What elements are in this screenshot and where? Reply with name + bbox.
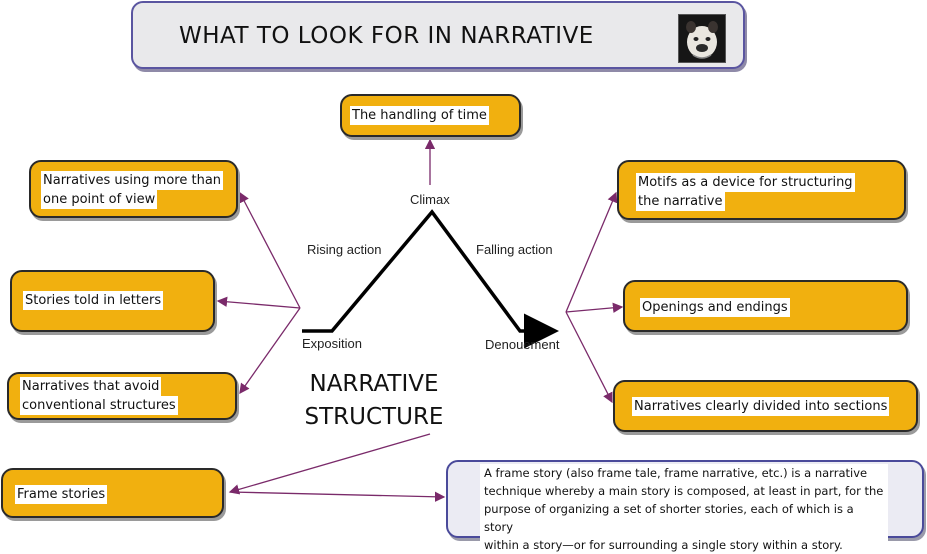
bulldog-photo (678, 14, 726, 63)
arrow-to-definition (229, 491, 446, 502)
title-banner: WHAT TO LOOK FOR IN NARRATIVE (131, 1, 745, 69)
box-label-line1: Narratives that avoid (20, 377, 162, 396)
frame-story-definition-box: A frame story (also frame tale, frame na… (446, 460, 924, 554)
definition-line2: technique whereby a main story is compos… (484, 484, 884, 498)
box-openings-endings: Openings and endings (623, 280, 908, 332)
label-falling-action: Falling action (476, 242, 553, 257)
box-motifs: Motifs as a device for structuring the n… (617, 160, 906, 220)
arrow-to-frame (228, 433, 431, 495)
box-label-line2: conventional structures (20, 396, 178, 415)
box-label: Frame stories (15, 485, 108, 504)
connector-layer: Climax Rising action Falling action Expo… (216, 138, 624, 502)
box-label: Stories told in letters (23, 291, 164, 310)
arrow-to-sections (565, 311, 613, 404)
box-frame-stories: Frame stories (1, 468, 224, 518)
center-title-line1: NARRATIVE (309, 371, 439, 397)
definition-line1: A frame story (also frame tale, frame na… (484, 466, 868, 480)
narrative-structure-title: NARRATIVE STRUCTURE (294, 368, 454, 434)
box-label: The handling of time (350, 106, 489, 125)
plot-line (302, 209, 559, 349)
arrow-to-pov (239, 191, 301, 309)
arrow-to-letters (216, 296, 301, 309)
box-stories-in-letters: Stories told in letters (10, 270, 215, 332)
label-exposition: Exposition (302, 336, 362, 351)
box-label-line2: the narrative (636, 192, 725, 211)
box-label-line1: Narratives using more than (41, 171, 224, 190)
box-point-of-view: Narratives using more than one point of … (29, 160, 238, 218)
box-avoid-conventional: Narratives that avoid conventional struc… (7, 372, 237, 420)
box-label: Openings and endings (640, 298, 790, 317)
arrow-to-motifs (565, 191, 618, 313)
bulldog-icon (679, 15, 725, 62)
arrow-to-avoid (239, 307, 301, 395)
box-label: Narratives clearly divided into sections (632, 397, 890, 416)
label-climax: Climax (410, 192, 450, 207)
center-title-line2: STRUCTURE (304, 404, 444, 430)
box-divided-sections: Narratives clearly divided into sections (613, 380, 918, 432)
label-denouement: Denouement (485, 337, 560, 352)
page-title: WHAT TO LOOK FOR IN NARRATIVE (179, 23, 594, 49)
definition-line4: within a story—or for surrounding a sing… (484, 538, 843, 552)
definition-line3: purpose of organizing a set of shorter s… (484, 502, 854, 534)
box-label-line2: one point of view (41, 190, 158, 209)
label-rising-action: Rising action (307, 242, 381, 257)
box-handling-of-time: The handling of time (340, 94, 521, 137)
arrow-to-openings (565, 302, 624, 313)
definition-text: A frame story (also frame tale, frame na… (480, 464, 888, 554)
box-label-line1: Motifs as a device for structuring (636, 173, 855, 192)
